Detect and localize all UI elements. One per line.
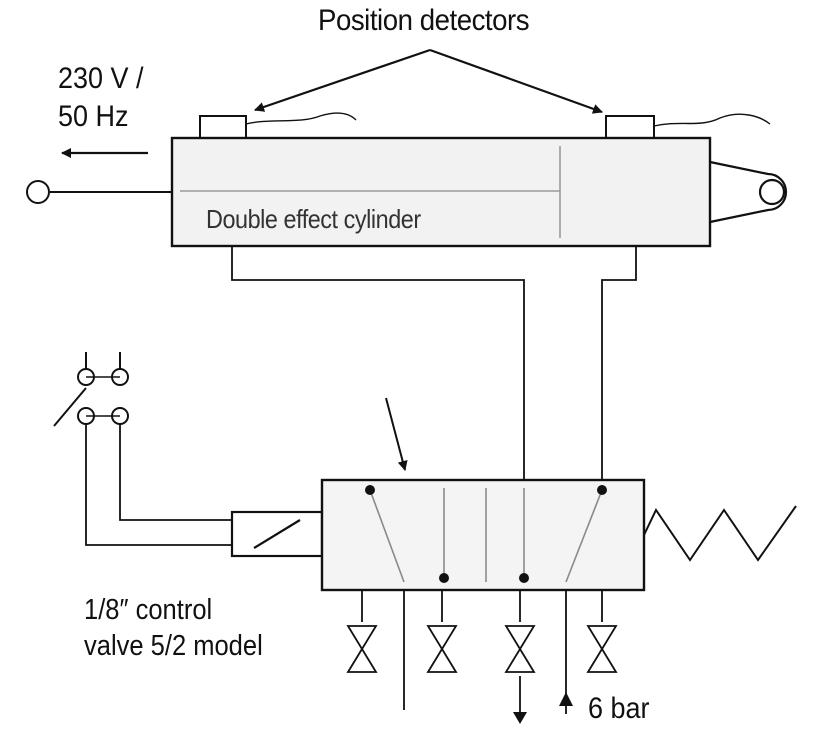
throttle-valve-4 bbox=[586, 625, 618, 673]
position-detector-right bbox=[605, 115, 655, 139]
arrow-left-detector bbox=[254, 48, 431, 112]
position-detectors-label: Position detectors bbox=[318, 4, 530, 37]
detector-wires bbox=[245, 112, 771, 127]
valve-label: 1/8″ control valve 5/2 model bbox=[84, 592, 263, 665]
air-lines bbox=[231, 246, 637, 482]
double-effect-cylinder bbox=[170, 136, 712, 248]
control-switch bbox=[53, 352, 129, 427]
position-detectors bbox=[199, 115, 655, 139]
voltage-label: 230 V / 50 Hz bbox=[58, 60, 144, 135]
throttle-valve-1 bbox=[346, 625, 378, 673]
detector-wire-right bbox=[653, 113, 771, 127]
pressure-label: 6 bar bbox=[588, 692, 650, 725]
detector-pointer-arrows bbox=[254, 48, 603, 114]
air-line-b bbox=[601, 246, 637, 482]
valve-pointer-arrow bbox=[385, 397, 408, 471]
arrow-right-detector bbox=[429, 48, 603, 114]
supply-arrow bbox=[559, 692, 573, 706]
control-valve-5-2 bbox=[320, 478, 646, 592]
clevis-mount bbox=[709, 160, 788, 224]
position-detector-left bbox=[199, 115, 247, 139]
detector-wire-left bbox=[245, 112, 357, 125]
voltage-label-line-2: 50 Hz bbox=[58, 99, 129, 133]
return-spring bbox=[643, 505, 797, 562]
voltage-label-line-1: 230 V / bbox=[58, 62, 144, 95]
rod-end-terminal bbox=[26, 180, 50, 204]
switch-lever bbox=[53, 387, 87, 427]
throttle-valves bbox=[346, 625, 618, 673]
valve-internals bbox=[369, 488, 603, 583]
throttle-valve-2 bbox=[426, 625, 458, 673]
cylinder-label: Double effect cylinder bbox=[206, 204, 421, 234]
valve-port-dots bbox=[365, 485, 607, 583]
exhaust-arrow bbox=[513, 712, 527, 724]
air-line-a bbox=[231, 246, 525, 482]
solenoid bbox=[230, 510, 324, 558]
valve-port-lines bbox=[361, 590, 603, 714]
throttle-valve-3 bbox=[504, 625, 536, 673]
valve-label-line-1: 1/8″ control bbox=[84, 594, 213, 626]
valve-label-line-2: valve 5/2 model bbox=[84, 630, 263, 663]
control-wires bbox=[85, 424, 232, 546]
